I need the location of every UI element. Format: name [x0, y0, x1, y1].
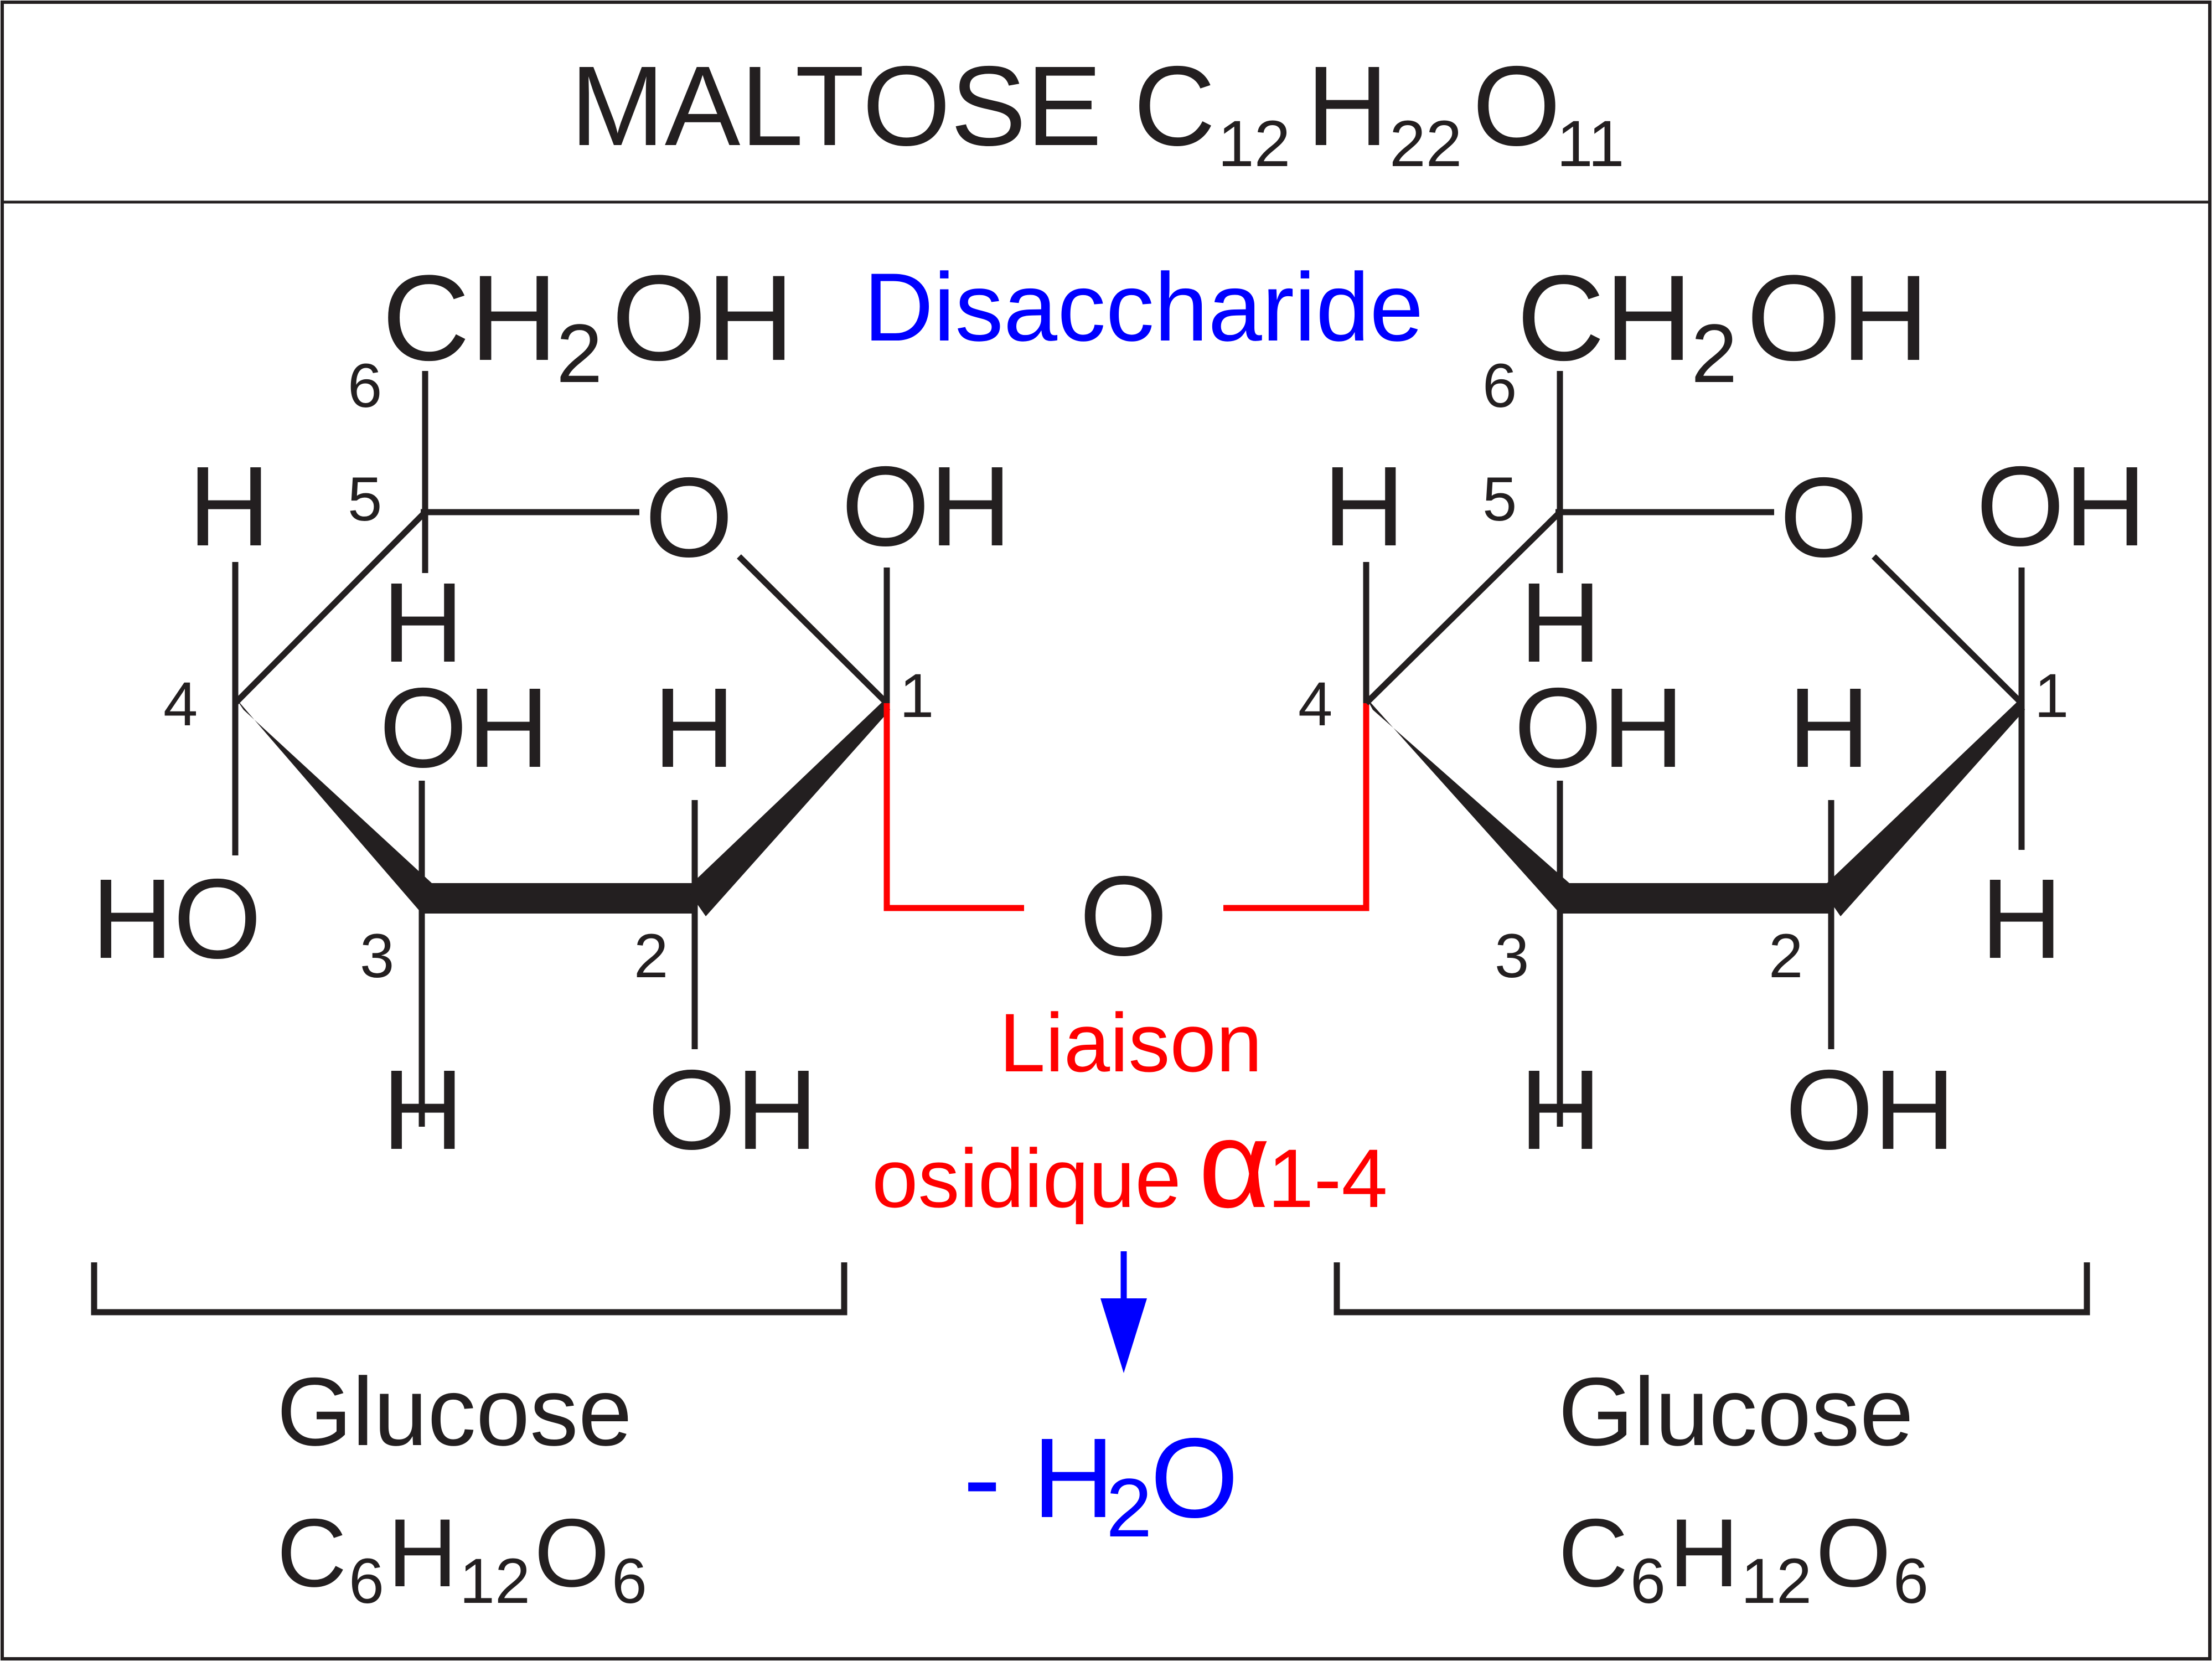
- left-red-bond: [883, 703, 1024, 911]
- left-num-6: 6: [348, 351, 382, 420]
- left-glucose-name: Glucose: [277, 1358, 632, 1466]
- left-oh-c3: OH: [379, 664, 550, 791]
- right-ch2-sub: 2: [1691, 307, 1737, 400]
- left-num-5: 5: [348, 465, 382, 534]
- left-h-c2: H: [653, 664, 735, 791]
- right-bonds: [1363, 371, 2025, 1127]
- linkage-label: Liaison osidique α 1-4: [872, 996, 1388, 1234]
- right-ch-text: CH: [1517, 250, 1693, 386]
- left-oh-c2-bottom: OH: [648, 1046, 818, 1173]
- water-minus-h: - H: [963, 1415, 1114, 1541]
- right-oh-c2-bottom: OH: [1785, 1046, 1956, 1173]
- right-c5-c4-bond: [1364, 510, 1562, 705]
- right-formula-c: C: [1558, 1499, 1628, 1607]
- left-formula-o: O: [534, 1499, 609, 1607]
- right-formula-o: O: [1816, 1499, 1891, 1607]
- left-ch-text: CH: [382, 250, 558, 386]
- right-num-6: 6: [1482, 351, 1517, 420]
- left-formula-h: H: [387, 1499, 457, 1607]
- linkage-alpha: α: [1198, 1094, 1270, 1234]
- title-o: O: [1472, 43, 1560, 169]
- glycosidic-bond: O: [883, 703, 1369, 979]
- bridge-oxygen: O: [1079, 853, 1167, 979]
- left-formula-s1: 6: [349, 1546, 384, 1617]
- linkage-line1: Liaison: [999, 996, 1262, 1089]
- left-formula-s2: 12: [459, 1546, 530, 1617]
- left-carbon-numbers: 6 5 4 1 3 2: [163, 351, 934, 991]
- right-ring-oxygen: O: [1780, 454, 1868, 581]
- right-bold-c3-c2: [1560, 883, 1831, 914]
- right-oh-c3: OH: [1514, 664, 1684, 791]
- left-bracket: [91, 1262, 847, 1316]
- right-red-bond: [1223, 703, 1369, 911]
- right-formula-h: H: [1669, 1499, 1739, 1607]
- left-h-c3-bottom: H: [382, 1046, 464, 1173]
- left-num-3: 3: [360, 921, 394, 991]
- water-o: O: [1150, 1415, 1238, 1541]
- left-glucose-label: Glucose C 6 H 12 O 6: [277, 1358, 647, 1617]
- right-h-c1-bottom: H: [1981, 855, 2063, 982]
- left-formula-s3: 6: [612, 1546, 647, 1617]
- right-num-5: 5: [1482, 465, 1517, 534]
- left-wedge-c4-c3: [235, 698, 432, 914]
- right-num-4: 4: [1298, 669, 1332, 739]
- left-ring-oxygen: O: [645, 454, 733, 581]
- right-h-c3-bottom: H: [1520, 1046, 1601, 1173]
- right-num-1: 1: [2034, 661, 2069, 730]
- right-atom-labels: CH 2 OH O H H OH H OH H H OH: [1323, 250, 2147, 1173]
- right-glucose-name: Glucose: [1558, 1358, 1914, 1466]
- right-glucose-label: Glucose C 6 H 12 O 6: [1558, 1358, 1929, 1617]
- left-h-c5: H: [382, 559, 464, 686]
- left-ho-c4: HO: [91, 855, 262, 982]
- left-atom-labels: CH 2 OH O H H OH H OH HO H OH: [91, 250, 1012, 1173]
- left-h-c4-top: H: [188, 443, 270, 570]
- title-sub-o: 11: [1557, 107, 1625, 180]
- left-formula-c: C: [277, 1499, 347, 1607]
- left-o-c1-bond: [737, 554, 889, 705]
- right-h-c5: H: [1520, 559, 1601, 686]
- water-sub: 2: [1106, 1461, 1152, 1554]
- left-wedge-c2-c1: [686, 698, 890, 916]
- left-oh-c1: OH: [841, 443, 1012, 570]
- right-ch2oh-oh: OH: [1746, 250, 1929, 386]
- category-label: Disaccharide: [864, 254, 1424, 362]
- title: MALTOSE C 12 H 22 O 11: [570, 43, 1625, 180]
- right-wedge-c4-c3: [1366, 698, 1569, 914]
- left-bold-c3-c2: [422, 883, 695, 914]
- right-glucose: CH 2 OH O H H OH H OH H H OH 6 5 4 1 3 2: [1298, 250, 2147, 1173]
- right-formula-s2: 12: [1741, 1546, 1812, 1617]
- title-sub-h: 22: [1389, 107, 1462, 180]
- right-carbon-numbers: 6 5 4 1 3 2: [1298, 351, 2069, 991]
- left-num-4: 4: [163, 669, 198, 739]
- left-num-1: 1: [900, 661, 934, 730]
- left-glucose: CH 2 OH O H H OH H OH HO H OH 6 5 4 1 3 …: [91, 250, 1012, 1173]
- right-num-3: 3: [1495, 921, 1529, 991]
- title-text: MALTOSE C: [570, 43, 1216, 169]
- right-wedge-c2-c1: [1821, 698, 2025, 916]
- right-oh-c1: OH: [1976, 443, 2147, 570]
- linkage-line2: osidique: [872, 1132, 1181, 1225]
- water-loss: - H 2 O: [963, 1251, 1238, 1554]
- left-ch2oh-oh: OH: [612, 250, 794, 386]
- right-num-2: 2: [1769, 921, 1803, 991]
- right-formula-s1: 6: [1630, 1546, 1666, 1617]
- title-h: H: [1306, 43, 1388, 169]
- left-ch2-sub: 2: [556, 307, 602, 400]
- title-sub-c: 12: [1218, 107, 1290, 180]
- left-num-2: 2: [634, 921, 668, 991]
- left-c5-c4-bond: [233, 510, 427, 705]
- right-o-c1-bond: [1872, 554, 2024, 705]
- right-h-c4-top: H: [1323, 443, 1405, 570]
- right-formula-s3: 6: [1893, 1546, 1929, 1617]
- linkage-suffix: 1-4: [1268, 1132, 1388, 1225]
- right-bracket: [1334, 1262, 2090, 1316]
- left-bonds: [232, 371, 890, 1127]
- right-h-c2: H: [1788, 664, 1870, 791]
- down-arrow-icon: [1100, 1298, 1147, 1373]
